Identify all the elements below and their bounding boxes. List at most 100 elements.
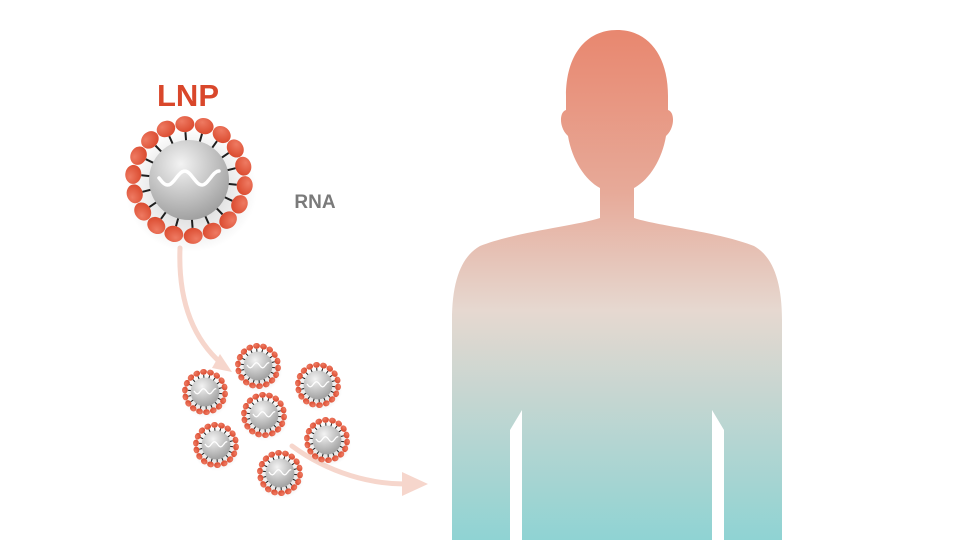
lipid-head <box>309 401 316 408</box>
rna-strand-icon <box>157 169 221 187</box>
lipid-head <box>231 195 248 214</box>
lipid-head <box>282 450 289 457</box>
flow-arrow-top-head <box>212 354 232 372</box>
particle-core <box>265 458 295 488</box>
lipid-head <box>275 364 281 372</box>
lipid-head <box>221 383 228 391</box>
lipid-head <box>175 116 195 133</box>
lipid-head <box>272 395 280 402</box>
lipid-head <box>257 467 263 475</box>
lipid-head <box>315 418 323 425</box>
lipid-head <box>211 422 218 428</box>
lipid-head <box>311 453 319 460</box>
lipid-head <box>183 379 190 387</box>
lipid-head <box>241 409 247 417</box>
particle-core <box>303 370 333 400</box>
lipid-nanoparticle-icon <box>125 116 257 252</box>
lipid-head <box>193 446 200 454</box>
lipid-head <box>306 363 314 370</box>
lipid-head <box>342 445 349 453</box>
lipid-head <box>264 486 272 493</box>
lipid-head <box>238 374 245 381</box>
particle-core <box>249 400 279 430</box>
lipid-head <box>202 222 222 240</box>
lipid-head <box>235 360 241 368</box>
lipid-head <box>218 377 225 384</box>
lipid-head <box>318 456 325 463</box>
lipid-head <box>182 393 189 401</box>
lipid-head <box>260 481 267 488</box>
rna-strand-icon <box>246 362 270 369</box>
lipid-head <box>262 455 270 462</box>
rna-strand-icon <box>306 381 330 388</box>
lipid-head <box>212 125 231 144</box>
lipid-head <box>259 392 266 398</box>
particle-core <box>190 377 220 407</box>
lipid-head <box>213 372 221 379</box>
lipid-head <box>280 406 287 414</box>
lipid-head <box>302 398 310 405</box>
lipid-head <box>281 413 287 421</box>
lipid-head <box>266 392 273 399</box>
lipid-head <box>185 400 192 407</box>
lipid-head <box>320 362 327 369</box>
lipid-head <box>274 426 282 433</box>
lipid-head <box>326 365 334 372</box>
lipid-head <box>235 367 242 375</box>
lipid-head <box>295 478 302 486</box>
lipid-nanoparticle-small-icon <box>256 450 305 499</box>
lipid-head <box>260 343 267 350</box>
lipid-head <box>204 423 212 430</box>
particle-core <box>312 425 342 455</box>
lipid-head <box>295 379 301 387</box>
lipid-head <box>279 420 286 428</box>
lipid-head <box>257 474 264 482</box>
lipid-head <box>340 425 347 432</box>
lipid-head <box>273 371 280 379</box>
lipid-head <box>296 464 303 472</box>
lipid-head <box>278 490 285 496</box>
lipid-head <box>226 456 234 463</box>
lipid-head <box>182 386 188 394</box>
lipid-head <box>220 460 228 467</box>
lipid-head <box>344 438 350 446</box>
lipid-head <box>268 377 276 384</box>
lipid-head <box>296 372 303 380</box>
particle-core <box>243 351 273 381</box>
lipid-nanoparticle-small-icon <box>192 422 241 471</box>
lipid-head <box>262 381 270 388</box>
lipid-head <box>343 431 350 439</box>
lipid-head <box>156 120 176 138</box>
lipid-head <box>268 451 276 458</box>
flow-arrow-bottom <box>289 443 408 487</box>
lipid-head <box>220 397 227 405</box>
lipid-head <box>248 428 256 435</box>
lipid-head <box>236 353 243 361</box>
lipid-head <box>258 460 265 468</box>
particle-core <box>149 140 229 220</box>
lipid-head <box>203 409 210 415</box>
lipid-head <box>200 369 207 375</box>
rna-label: RNA <box>294 192 335 213</box>
lipid-head <box>246 344 254 351</box>
lipid-head <box>240 348 248 355</box>
lipid-head <box>196 408 203 415</box>
flow-arrow-bottom-head <box>402 472 428 496</box>
lipid-head <box>271 351 278 358</box>
lipid-head <box>304 434 310 442</box>
lipid-head <box>266 346 274 353</box>
lipid-head <box>249 382 256 389</box>
lipid-head <box>241 416 248 424</box>
lipid-head <box>183 227 203 244</box>
lipid-head <box>329 417 336 424</box>
lipid-head <box>187 374 195 381</box>
lipid-head <box>335 383 341 391</box>
lipid-head <box>194 432 201 440</box>
lipid-head <box>293 458 300 465</box>
lipid-head <box>189 405 197 412</box>
rna-strand-icon <box>315 436 339 443</box>
lipid-head <box>331 370 338 377</box>
human-silhouette-icon <box>452 30 782 540</box>
lipid-head <box>226 139 244 158</box>
